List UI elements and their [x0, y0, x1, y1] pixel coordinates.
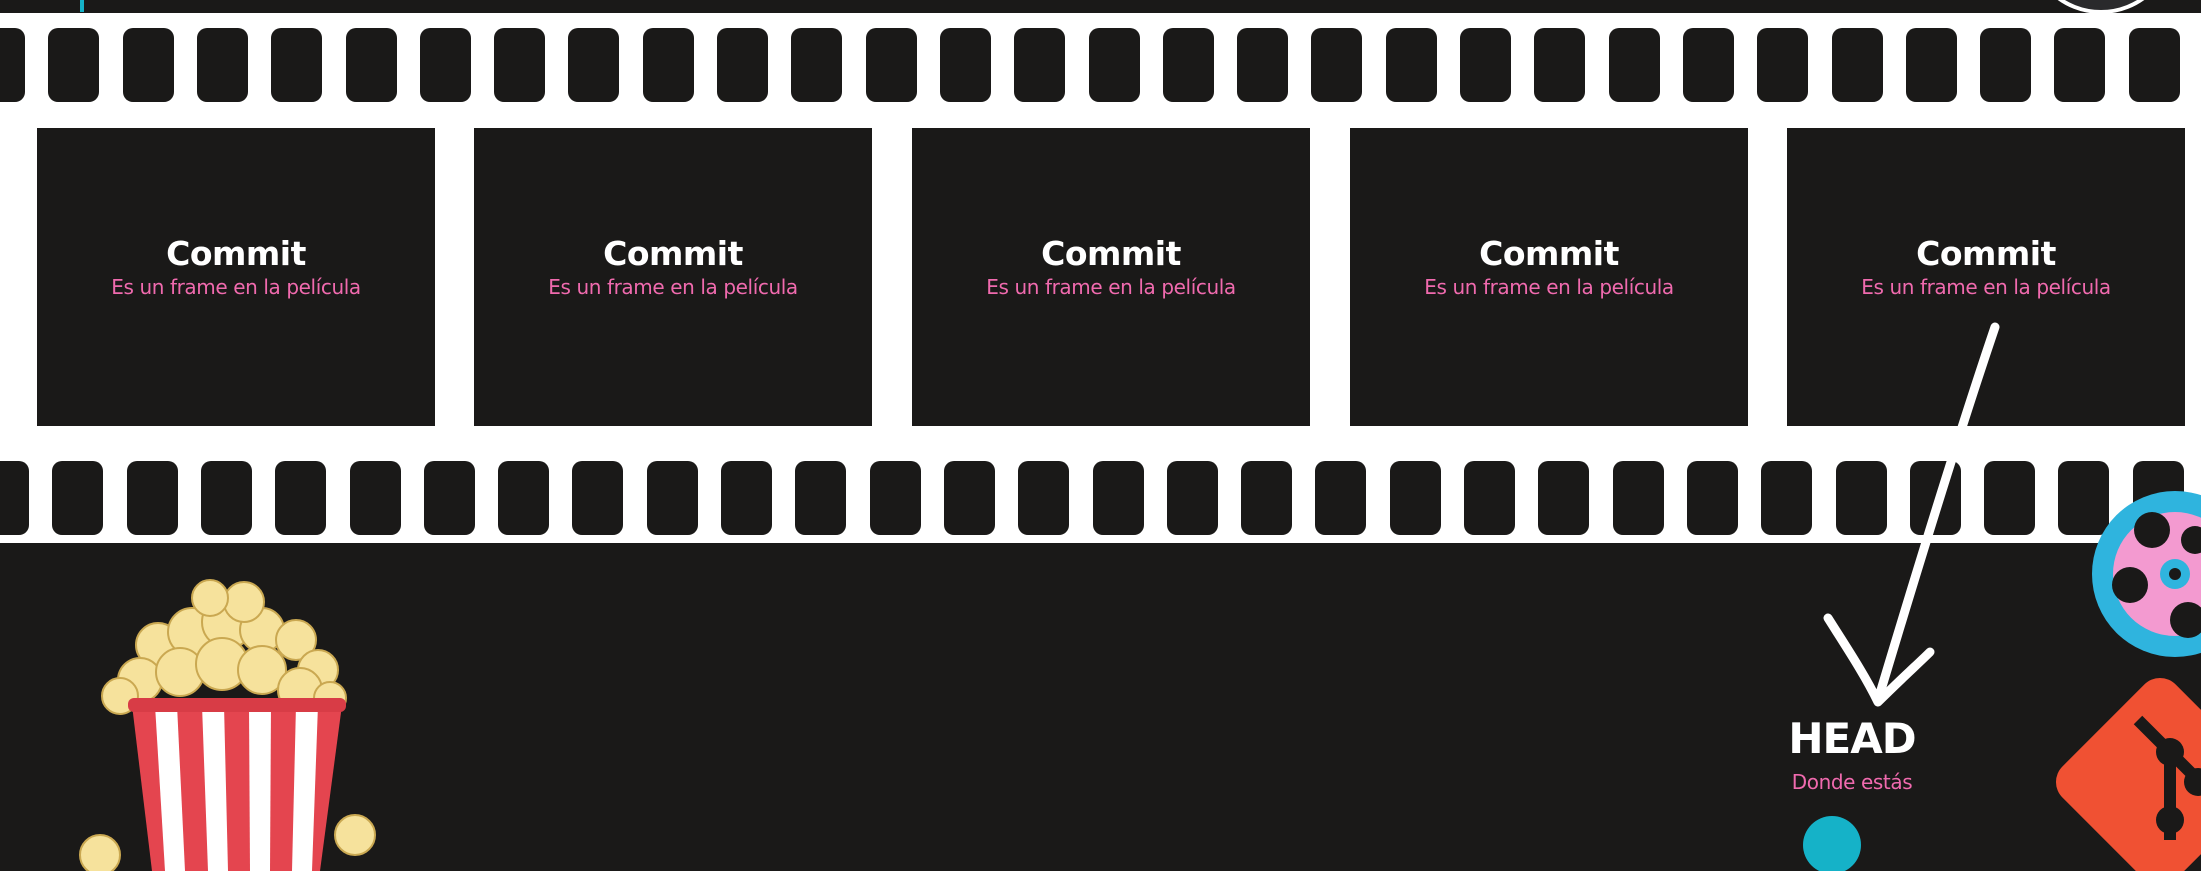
- sprocket-hole: [642, 28, 694, 102]
- sprocket-hole: [572, 461, 624, 535]
- sprocket-hole: [791, 28, 843, 102]
- sprocket-hole: [200, 461, 252, 535]
- head-indicator-dot: [1803, 816, 1861, 871]
- sprocket-hole: [1686, 461, 1738, 535]
- sprocket-hole: [1018, 461, 1070, 535]
- sprocket-hole: [721, 461, 772, 535]
- sprocket-row-top: [0, 28, 2201, 102]
- sprocket-hole: [865, 28, 917, 102]
- sprocket-hole: [126, 461, 178, 535]
- commit-frame: Commit Es un frame en la película: [912, 128, 1310, 426]
- sprocket-hole: [1682, 28, 1734, 102]
- commit-title: Commit: [166, 234, 306, 273]
- sprocket-hole: [0, 28, 25, 102]
- commit-frame: Commit Es un frame en la película: [474, 128, 872, 426]
- sprocket-hole: [1162, 28, 1214, 102]
- sprocket-hole: [419, 28, 471, 102]
- sprocket-hole: [869, 461, 921, 535]
- commit-subtitle: Es un frame en la película: [986, 275, 1236, 299]
- sprocket-hole: [48, 28, 100, 102]
- commit-frame: Commit Es un frame en la película: [1787, 128, 2185, 426]
- sprocket-hole: [795, 461, 847, 535]
- sprocket-hole: [1460, 28, 1511, 102]
- sprocket-hole: [345, 28, 397, 102]
- top-bar: [0, 0, 2201, 13]
- sprocket-hole: [943, 461, 995, 535]
- sprocket-hole: [349, 461, 401, 535]
- commit-title: Commit: [1479, 234, 1619, 273]
- sprocket-hole: [2058, 461, 2110, 535]
- sprocket-hole: [568, 28, 620, 102]
- sprocket-hole: [1980, 28, 2032, 102]
- sprocket-hole: [498, 461, 550, 535]
- sprocket-hole: [271, 28, 323, 102]
- sprocket-hole: [494, 28, 546, 102]
- commit-subtitle: Es un frame en la película: [111, 275, 361, 299]
- sprocket-hole: [275, 461, 327, 535]
- sprocket-hole: [1534, 28, 1586, 102]
- cyan-mark: [80, 0, 84, 12]
- git-logo-icon: [2055, 677, 2201, 871]
- head-label: HEAD: [1788, 714, 1916, 763]
- commit-title: Commit: [1041, 234, 1181, 273]
- commit-subtitle: Es un frame en la película: [1861, 275, 2111, 299]
- commit-frame: Commit Es un frame en la película: [37, 128, 435, 426]
- sprocket-hole: [939, 28, 991, 102]
- sprocket-hole: [1984, 461, 2036, 535]
- sprocket-hole: [1088, 28, 1140, 102]
- sprocket-hole: [1092, 461, 1144, 535]
- sprocket-hole: [1389, 461, 1441, 535]
- sprocket-hole: [52, 461, 104, 535]
- arrow-icon: [1823, 322, 2000, 707]
- sprocket-hole: [717, 28, 768, 102]
- head-subtitle: Donde estás: [1791, 770, 1913, 794]
- sprocket-hole: [1014, 28, 1066, 102]
- commit-title: Commit: [1916, 234, 2056, 273]
- popcorn-icon: [79, 579, 376, 871]
- sprocket-hole: [1761, 461, 1813, 535]
- sprocket-hole: [1612, 461, 1664, 535]
- sprocket-hole: [2128, 28, 2180, 102]
- sprocket-hole: [1311, 28, 1363, 102]
- commit-title: Commit: [603, 234, 743, 273]
- corner-avatar-icon: [2057, 0, 2145, 14]
- film-strip: Commit Es un frame en la película Commit…: [0, 13, 2201, 543]
- commit-subtitle: Es un frame en la película: [548, 275, 798, 299]
- sprocket-hole: [1608, 28, 1660, 102]
- sprocket-hole: [646, 461, 698, 535]
- sprocket-hole: [1905, 28, 1957, 102]
- film-reel-icon: [2092, 491, 2201, 657]
- sprocket-hole: [196, 28, 248, 102]
- commit-frame: Commit Es un frame en la película: [1350, 128, 1748, 426]
- sprocket-hole: [122, 28, 174, 102]
- sprocket-hole: [1166, 461, 1218, 535]
- sprocket-hole: [1241, 461, 1293, 535]
- commit-subtitle: Es un frame en la película: [1424, 275, 1674, 299]
- sprocket-hole: [1315, 461, 1367, 535]
- sprocket-hole: [2054, 28, 2106, 102]
- sprocket-hole: [0, 461, 29, 535]
- sprocket-hole: [1835, 461, 1887, 535]
- sprocket-hole: [1831, 28, 1883, 102]
- sprocket-row-bottom: [0, 461, 2201, 535]
- sprocket-hole: [1464, 461, 1515, 535]
- sprocket-hole: [1757, 28, 1809, 102]
- sprocket-hole: [1538, 461, 1590, 535]
- sprocket-hole: [423, 461, 475, 535]
- sprocket-hole: [1385, 28, 1437, 102]
- sprocket-hole: [1237, 28, 1289, 102]
